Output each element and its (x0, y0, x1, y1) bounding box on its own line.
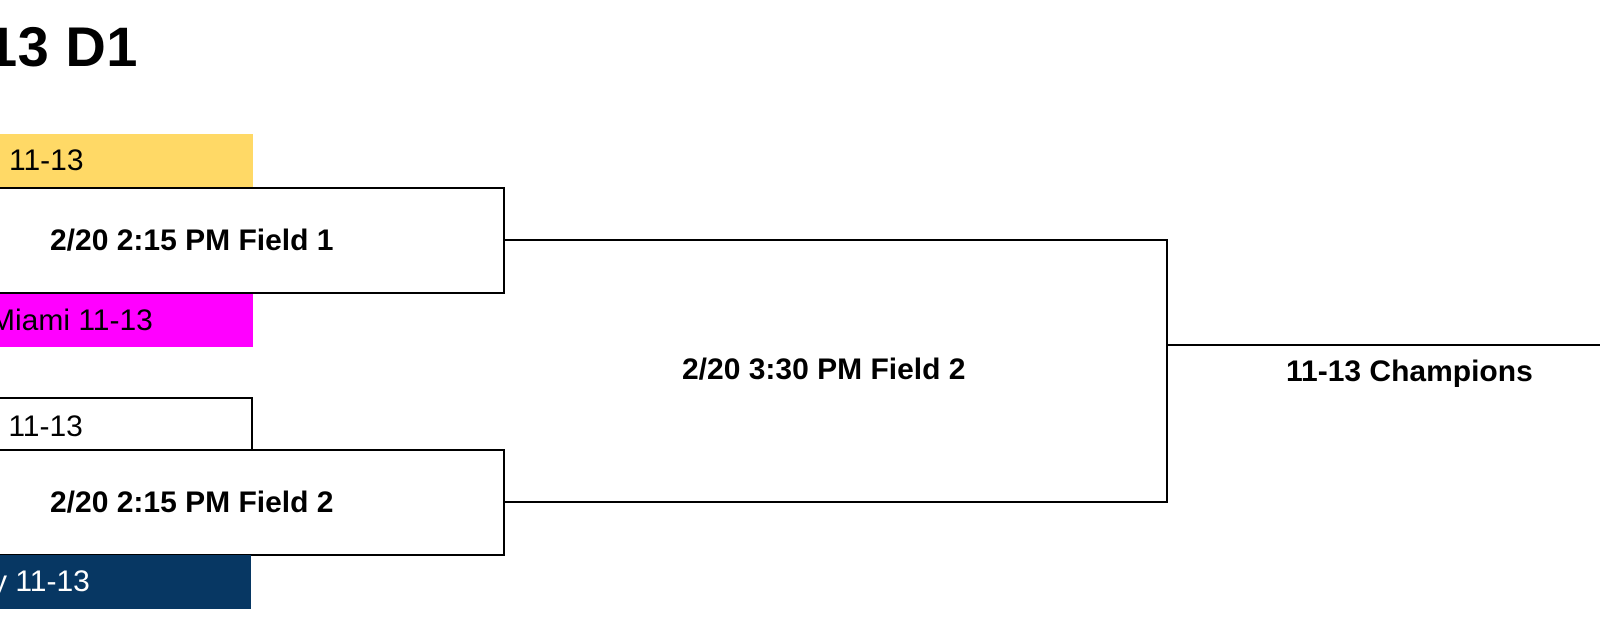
team-slot-2-label: Miami 11-13 (0, 304, 153, 337)
team-slot-3: 11-13 (0, 397, 253, 450)
team-slot-1-label: n 11-13 (0, 144, 84, 177)
game-box-1: 2/20 2:15 PM Field 1 (0, 187, 505, 294)
team-slot-4-label: y 11-13 (0, 565, 90, 598)
final-game-label: 2/20 3:30 PM Field 2 (682, 353, 966, 386)
team-slot-4: y 11-13 (0, 555, 251, 609)
connector-vertical (1166, 239, 1168, 503)
game-2-label: 2/20 2:15 PM Field 2 (50, 486, 334, 519)
team-slot-1: n 11-13 (0, 134, 253, 187)
bracket-title: 13 D1 (0, 15, 138, 78)
game-box-2: 2/20 2:15 PM Field 2 (0, 449, 505, 556)
team-slot-3-label: 11-13 (0, 410, 83, 443)
connector-champion (1166, 344, 1600, 346)
team-slot-2: Miami 11-13 (0, 294, 253, 347)
connector-game-2 (503, 501, 1168, 503)
game-1-label: 2/20 2:15 PM Field 1 (50, 224, 334, 257)
connector-game-1 (503, 239, 1168, 241)
champion-label: 11-13 Champions (1286, 355, 1533, 388)
